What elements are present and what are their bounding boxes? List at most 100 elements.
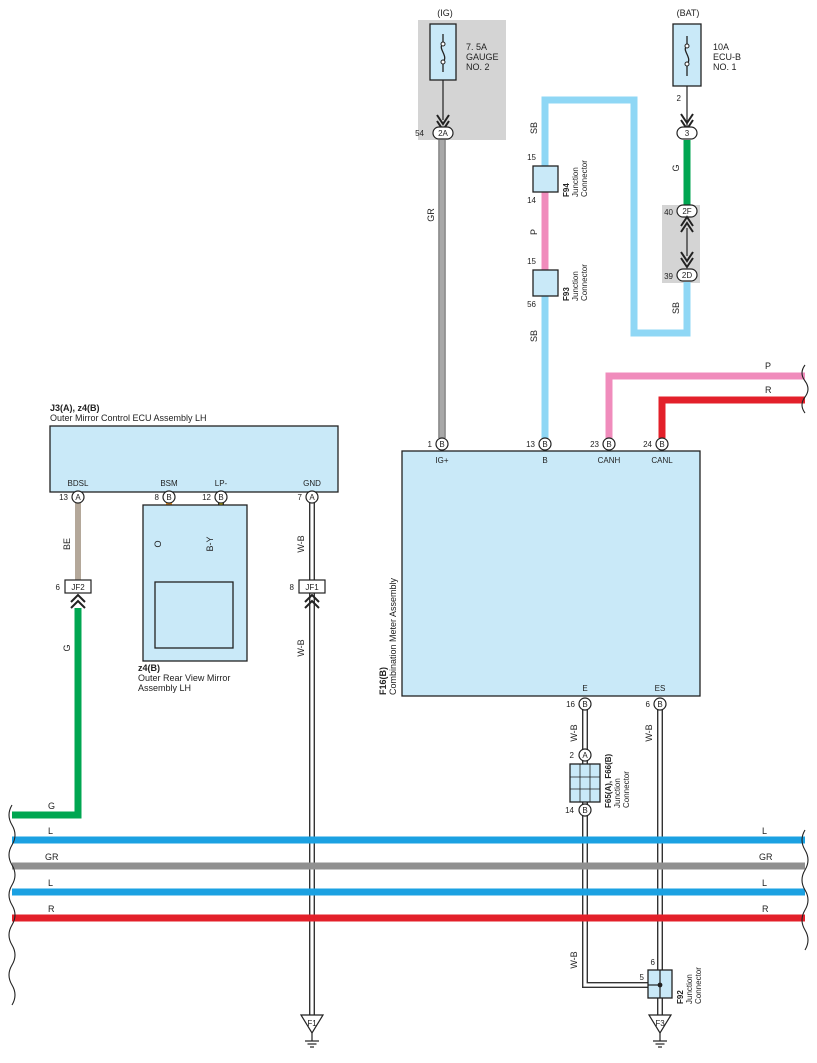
- f65-pin-bot: 14: [565, 806, 574, 815]
- bus-label-r-left: R: [48, 904, 55, 914]
- terminal-name: IG+: [435, 456, 448, 465]
- wire-p-canh: [605, 372, 805, 438]
- terminal-conn: B: [659, 440, 664, 449]
- meter-terminal-b: 13 B B: [526, 437, 552, 465]
- terminal-name: CANH: [598, 456, 621, 465]
- meter-title: Combination Meter Assembly: [388, 577, 398, 695]
- bus-label-l1-right: L: [762, 826, 767, 836]
- f92-pin-top: 6: [651, 958, 656, 967]
- terminal-name: BSM: [160, 479, 178, 488]
- break-marks-right: [801, 364, 809, 951]
- jb-arrows: [680, 215, 694, 269]
- bat-conn-3-label: 3: [685, 129, 690, 138]
- f94-pin-top: 15: [527, 153, 536, 162]
- terminal-conn: B: [218, 493, 223, 502]
- f92-pin-left: 5: [640, 973, 645, 982]
- jf2-pin: 6: [56, 583, 61, 592]
- wire-wb-e: [582, 705, 660, 988]
- label-wb-e: W-B: [569, 724, 579, 741]
- bus-label-l1-left: L: [48, 826, 53, 836]
- terminal-name: CANL: [651, 456, 673, 465]
- f65-conn-top: A: [582, 751, 588, 760]
- ground-f3-label: F3: [655, 1019, 665, 1028]
- bat-conn-3: [676, 126, 698, 140]
- meter-terminal-canl: 24 B CANL: [643, 437, 673, 465]
- wire-g-jf2: [12, 608, 82, 819]
- terminal-name: ES: [655, 684, 666, 693]
- bat-fuse-rating: 10A: [713, 42, 729, 52]
- terminal-name: E: [582, 684, 587, 693]
- label-g-jf2: G: [62, 644, 72, 651]
- label-o: O: [153, 540, 163, 547]
- terminal-name: BDSL: [68, 479, 89, 488]
- f65-l1: Junction: [613, 778, 622, 808]
- f93-pin-top: 15: [527, 257, 536, 266]
- bus-label-gr-right: GR: [759, 852, 773, 862]
- ig-pin-54: 54: [415, 129, 424, 138]
- terminal-conn: A: [309, 493, 315, 502]
- f65-code: F65(A), F66(B): [604, 753, 613, 808]
- f93-pin-bot: 56: [527, 300, 536, 309]
- jf1-box: [298, 579, 326, 594]
- ground-f1-label: F1: [307, 1019, 317, 1028]
- jf2-arrows: [70, 593, 86, 609]
- ig-fuse-header: (IG): [437, 8, 453, 18]
- terminal-name: GND: [303, 479, 321, 488]
- f65-pin-top: 2: [570, 751, 575, 760]
- wire-sb-loop: [541, 96, 691, 337]
- f93-code: F93: [562, 287, 571, 301]
- terminal-pin: 1: [428, 440, 433, 449]
- meter-terminal-e: E 16 B: [566, 684, 592, 711]
- mirror-ecu-terminal-bdsl: BDSL 13 A: [59, 479, 89, 504]
- label-p: P: [529, 229, 539, 235]
- label-wb-f92: W-B: [569, 951, 579, 968]
- jf1-pin: 8: [290, 583, 295, 592]
- f92-l1: Junction: [685, 974, 694, 1004]
- mirror-ecu-code: J3(A), z4(B): [50, 403, 100, 413]
- mirror-ecu-terminal-lp: LP- 12 B: [202, 479, 228, 504]
- jb-pin-40: 40: [664, 208, 673, 217]
- terminal-pin: 16: [566, 700, 575, 709]
- meter-terminal-ig: 1 B IG+: [428, 437, 449, 465]
- terminal-conn: B: [166, 493, 171, 502]
- f94-code: F94: [562, 183, 571, 197]
- terminal-conn: B: [542, 440, 547, 449]
- bus-label-gr-left: GR: [45, 852, 59, 862]
- terminal-conn: B: [439, 440, 444, 449]
- f94-box: [532, 165, 559, 193]
- f92-code: F92: [676, 990, 685, 1004]
- label-wb-es: W-B: [644, 724, 654, 741]
- terminal-pin: 13: [59, 493, 68, 502]
- f93-l1: Junction: [571, 271, 580, 301]
- ig-conn-2a-label: 2A: [438, 129, 448, 138]
- jf2-box: [64, 579, 92, 594]
- jf1-name: JF1: [305, 583, 319, 592]
- mirror-assy-inner: [154, 581, 234, 649]
- ig-fuse-name2: NO. 2: [466, 62, 490, 72]
- label-wb-ecu: W-B: [296, 535, 306, 552]
- bat-fuse-name1: ECU-B: [713, 52, 741, 62]
- bus-label-l2-left: L: [48, 878, 53, 888]
- f65-conn-bot: B: [582, 806, 587, 815]
- jf1-arrows: [304, 593, 320, 609]
- mirror-ecu-terminal-bsm: BSM 8 B: [155, 479, 178, 504]
- mirror-assy-title2: Assembly LH: [138, 683, 191, 693]
- f92-l2: Connector: [694, 967, 703, 1004]
- f93-box: [532, 269, 559, 297]
- terminal-conn: A: [75, 493, 81, 502]
- terminal-pin: 8: [155, 493, 160, 502]
- mirror-ecu-box: [49, 425, 339, 493]
- label-wb-jf1: W-B: [296, 639, 306, 656]
- f94-l1: Junction: [571, 167, 580, 197]
- bat-fuse-header: (BAT): [677, 8, 700, 18]
- mirror-ecu-terminal-gnd: GND 7 A: [298, 479, 321, 504]
- label-sb-mid: SB: [529, 330, 539, 342]
- break-marks-left: [8, 804, 16, 1006]
- meter-box: [401, 450, 701, 697]
- bat-pin-2: 2: [677, 94, 682, 103]
- label-be: BE: [62, 538, 72, 550]
- meter-terminal-canh: 23 B CANH: [590, 437, 621, 465]
- bat-fuse-name2: NO. 1: [713, 62, 737, 72]
